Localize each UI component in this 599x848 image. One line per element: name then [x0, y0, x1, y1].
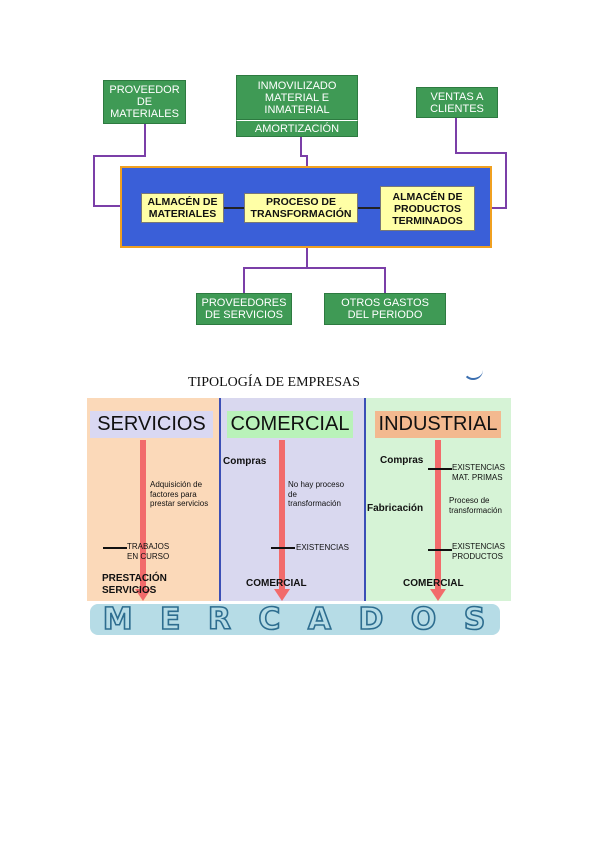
servicios-description: Adquisición de factores para prestar ser…	[150, 480, 209, 508]
connector-line	[243, 267, 245, 293]
mercados-letter: E	[159, 601, 183, 638]
almacen-materiales-box: ALMACÉN DE MATERIALES	[141, 193, 224, 223]
connector-line	[384, 267, 386, 293]
industrial-arrow	[435, 440, 441, 590]
connector-line	[455, 118, 457, 154]
stock-marker	[428, 468, 452, 470]
industrial-stock2-label: EXISTENCIAS PRODUCTOS	[452, 542, 505, 561]
connector-line	[455, 152, 507, 154]
connector-line	[306, 155, 308, 168]
diagram-title: TIPOLOGÍA DE EMPRESAS	[188, 375, 360, 390]
industrial-compras-label: Compras	[380, 455, 424, 466]
comercial-arrow-head	[274, 589, 290, 601]
mercados-banner: M E R C A D O S	[90, 601, 500, 638]
servicios-arrow	[140, 440, 146, 590]
mercados-letter: C	[258, 601, 283, 638]
servicios-header: SERVICIOS	[90, 411, 213, 438]
servicios-final-label: PRESTACIÓN SERVICIOS	[102, 573, 167, 596]
almacen-productos-box: ALMACÉN DE PRODUCTOS TERMINADOS	[380, 186, 475, 231]
mercados-letter: O	[410, 601, 439, 638]
decorative-arc-icon	[463, 368, 483, 380]
mercados-letter: S	[463, 601, 488, 638]
servicios-arrow-head	[135, 589, 151, 601]
proceso-transformacion-box: PROCESO DE TRANSFORMACIÓN	[244, 193, 358, 223]
connector-line	[243, 267, 386, 269]
connector-line	[358, 207, 380, 209]
mercados-letter: R	[207, 601, 233, 638]
ventas-clientes-box: VENTAS A CLIENTES	[416, 87, 498, 118]
comercial-description: No hay proceso de transformación	[288, 480, 345, 508]
comercial-stock-label: EXISTENCIAS	[296, 543, 349, 552]
connector-line	[300, 155, 308, 157]
stock-marker	[271, 547, 295, 549]
comercial-final-label: COMERCIAL	[246, 578, 307, 589]
mercados-letter: A	[307, 601, 334, 638]
industrial-header: INDUSTRIAL	[375, 411, 501, 438]
connector-line	[93, 155, 145, 157]
mercados-letter: D	[358, 601, 386, 638]
industrial-stock1-label: EXISTENCIAS MAT. PRIMAS	[452, 463, 505, 482]
connector-line	[93, 205, 143, 207]
comercial-header: COMERCIAL	[227, 411, 353, 438]
proveedores-servicios-box: PROVEEDORES DE SERVICIOS	[196, 293, 292, 325]
servicios-stock-label: TRABAJOS EN CURSO	[127, 542, 170, 561]
industrial-description: Proceso de transformación	[449, 496, 502, 515]
industrial-fabricacion-label: Fabricación	[367, 503, 424, 514]
connector-line	[306, 247, 308, 269]
stock-marker	[103, 547, 127, 549]
connector-line	[144, 123, 146, 157]
connector-line	[224, 207, 244, 209]
otros-gastos-box: OTROS GASTOS DEL PERIODO	[324, 293, 446, 325]
connector-line	[93, 155, 95, 207]
industrial-final-label: COMERCIAL	[403, 578, 464, 589]
column-separator	[219, 398, 221, 601]
proveedor-materiales-box: PROVEEDOR DE MATERIALES	[103, 80, 186, 124]
connector-line	[505, 152, 507, 209]
stock-marker	[428, 549, 452, 551]
industrial-arrow-head	[430, 589, 446, 601]
column-separator	[364, 398, 366, 601]
amortizacion-box: AMORTIZACIÓN	[236, 120, 358, 137]
inmovilizado-box: INMOVILIZADO MATERIAL E INMATERIAL	[236, 75, 358, 120]
connector-line	[300, 137, 302, 155]
comercial-arrow	[279, 440, 285, 590]
comercial-compras-label: Compras	[223, 456, 267, 467]
mercados-letter: M	[102, 601, 135, 638]
